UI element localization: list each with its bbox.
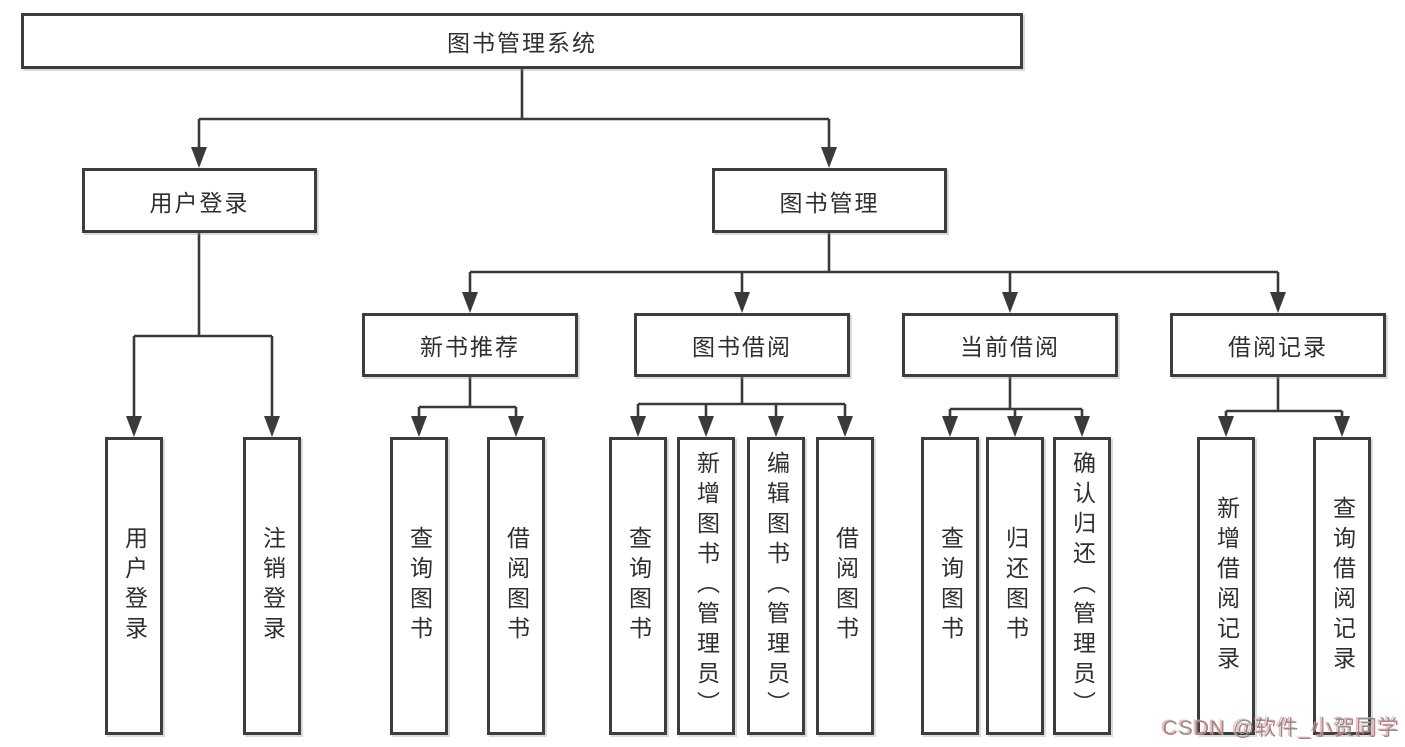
node-book-management: 图书管理	[712, 168, 947, 233]
node-current-borrowing: 当前借阅	[902, 313, 1118, 377]
csdn-watermark: CSDN @软件_小贺同学	[1162, 717, 1400, 740]
leaf-logout-label: 注销登录	[259, 526, 286, 646]
node-new-book-recommend-label: 新书推荐	[420, 334, 520, 360]
leaf-confirm-return-admin-label: 确认归还（管理员）	[1069, 451, 1096, 721]
node-root-system: 图书管理系统	[21, 13, 1023, 69]
leaf-recommend-query-books-label: 查询图书	[406, 526, 433, 646]
node-root-system-label: 图书管理系统	[447, 30, 597, 56]
leaf-user-login: 用户登录	[105, 437, 163, 735]
leaf-query-borrow-record-label: 查询借阅记录	[1329, 496, 1356, 676]
leaf-return-books: 归还图书	[986, 437, 1044, 735]
node-book-borrowing: 图书借阅	[634, 313, 850, 377]
node-borrowing-records: 借阅记录	[1170, 313, 1386, 377]
leaf-add-borrow-record-label: 新增借阅记录	[1213, 496, 1240, 676]
leaf-current-query-books-label: 查询图书	[937, 526, 964, 646]
leaf-return-books-label: 归还图书	[1002, 526, 1029, 646]
leaf-logout: 注销登录	[243, 437, 301, 735]
leaf-add-books-admin: 新增图书（管理员）	[677, 437, 735, 735]
leaf-recommend-borrow-books: 借阅图书	[487, 437, 545, 735]
leaf-borrowing-borrow-books: 借阅图书	[816, 437, 874, 735]
leaf-confirm-return-admin: 确认归还（管理员）	[1053, 437, 1111, 735]
leaf-borrowing-query-books-label: 查询图书	[625, 526, 652, 646]
leaf-borrowing-query-books: 查询图书	[609, 437, 667, 735]
leaf-add-borrow-record: 新增借阅记录	[1197, 437, 1255, 735]
leaf-borrowing-borrow-books-label: 借阅图书	[832, 526, 859, 646]
node-book-management-label: 图书管理	[779, 189, 880, 216]
leaf-user-login-label: 用户登录	[121, 526, 148, 646]
node-borrowing-records-label: 借阅记录	[1228, 334, 1328, 360]
leaf-edit-books-admin-label: 编辑图书（管理员）	[763, 451, 790, 721]
leaf-query-borrow-record: 查询借阅记录	[1313, 437, 1371, 735]
node-user-login-label: 用户登录	[149, 189, 250, 216]
leaf-add-books-admin-label: 新增图书（管理员）	[693, 451, 720, 721]
node-book-borrowing-label: 图书借阅	[692, 334, 792, 360]
leaf-edit-books-admin: 编辑图书（管理员）	[747, 437, 805, 735]
node-user-login: 用户登录	[82, 168, 317, 233]
node-new-book-recommend: 新书推荐	[362, 313, 578, 377]
leaf-current-query-books: 查询图书	[921, 437, 979, 735]
leaf-recommend-query-books: 查询图书	[390, 437, 448, 735]
node-current-borrowing-label: 当前借阅	[960, 334, 1060, 360]
leaf-recommend-borrow-books-label: 借阅图书	[503, 526, 530, 646]
